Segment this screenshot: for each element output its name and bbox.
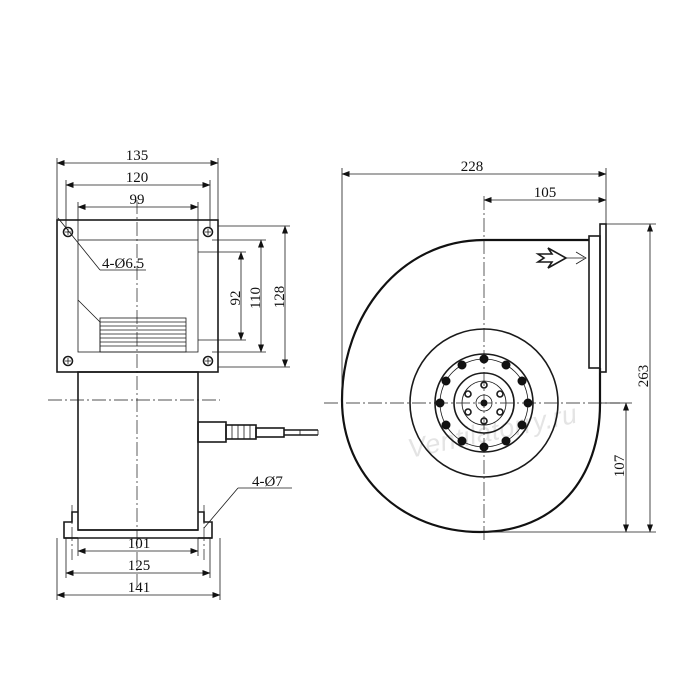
dim-101: 101 — [128, 536, 151, 552]
mounting-feet — [63, 505, 213, 560]
dim-228: 228 — [461, 159, 484, 175]
outlet-flange — [56, 219, 219, 373]
front-view: 135 120 99 4-Ø6.5 92 110 128 4-Ø7 — [48, 148, 319, 600]
dim-92: 92 — [228, 291, 244, 306]
dim-125: 125 — [128, 558, 151, 574]
side-outlet-flange — [588, 235, 601, 369]
dim-mount-holes: 4-Ø7 — [252, 474, 283, 490]
flange-hole-tr — [202, 226, 214, 238]
dim-105: 105 — [534, 185, 557, 201]
dim-141: 141 — [128, 580, 151, 596]
flange-hole-tl — [62, 226, 74, 238]
impeller-blades — [99, 317, 187, 353]
rivets — [435, 354, 533, 452]
airflow-arrow-icon — [535, 247, 568, 269]
side-outlet-plate — [599, 223, 607, 373]
flange-hole-bl — [62, 355, 74, 367]
dim-110: 110 — [248, 287, 264, 309]
side-view: 228 105 263 107 — [324, 159, 656, 540]
dim-hole-note: 4-Ø6.5 — [102, 256, 144, 272]
volute-housing — [340, 238, 602, 534]
dim-107: 107 — [612, 454, 628, 477]
dim-135: 135 — [126, 148, 149, 164]
scroll-curve — [77, 299, 101, 352]
leader-mount-holes — [203, 487, 239, 529]
hub-bolts — [464, 381, 504, 425]
flange-hole-br — [202, 355, 214, 367]
dim-120: 120 — [126, 170, 149, 186]
cable-gland — [197, 421, 319, 443]
housing-body — [77, 371, 199, 531]
dim-128: 128 — [272, 286, 288, 309]
dim-99: 99 — [130, 192, 145, 208]
dim-263: 263 — [636, 365, 652, 388]
leader-hole-note — [57, 217, 101, 271]
